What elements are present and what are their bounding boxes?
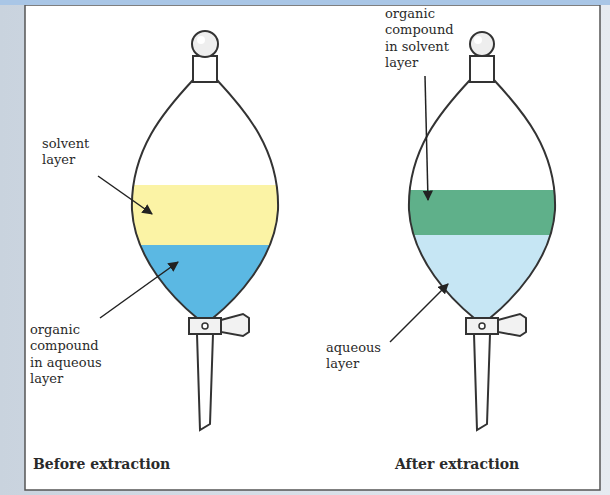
layer-label: solvent layer [42,136,104,169]
funnel-after [402,32,562,430]
funnel-before [125,31,285,430]
leader-arrows [98,76,448,342]
layer-label: organic compound in aqueous layer [30,322,114,387]
layer-label: aqueous layer [326,340,388,373]
caption-label: Before extraction [33,456,170,474]
layer-label: organic compound in solvent layer [385,6,465,71]
caption-label: After extraction [395,456,519,474]
panel [25,5,600,490]
top-strip [0,0,610,5]
